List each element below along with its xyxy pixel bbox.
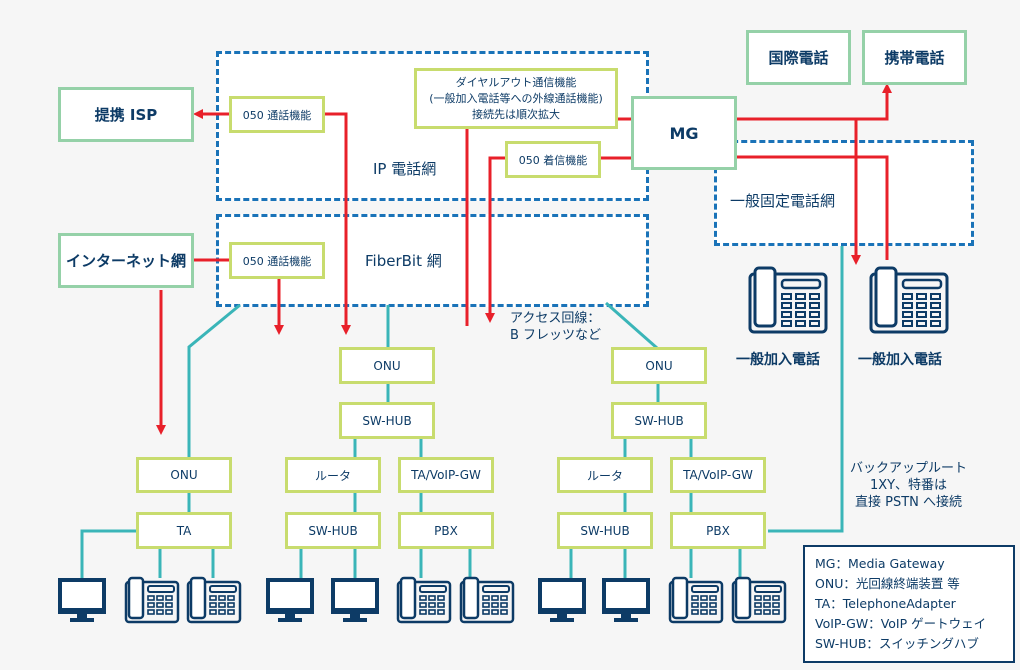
pc-monitor-icon xyxy=(331,578,379,628)
desk-phone-icon xyxy=(396,576,452,628)
desk-phone-icon xyxy=(186,576,242,628)
mid-voip-gw-box: TA/VoIP-GW xyxy=(398,457,494,493)
right-sw-hub-box: SW-HUB xyxy=(611,402,707,439)
legend-item: ONU：光回線終端装置 等 xyxy=(815,576,960,591)
pc-monitor-icon xyxy=(58,578,106,628)
mid-sw-hub-box: SW-HUB xyxy=(339,402,435,439)
desk-phone-icon xyxy=(459,576,515,628)
desk-phone-icon xyxy=(668,576,724,628)
right-sw-hub2-box: SW-HUB xyxy=(557,512,653,549)
legend-item: TA：TelephoneAdapter xyxy=(815,596,956,611)
link-lines xyxy=(80,246,844,578)
subscriber-phone-label: 一般加入電話 xyxy=(736,352,820,368)
fixed-network-label: 一般固定電話網 xyxy=(730,192,836,210)
subscriber-phone-icon xyxy=(748,266,828,334)
backup-route-note: バックアップルート 1XY、特番は 直接 PSTN へ接続 xyxy=(850,461,968,510)
call-050-ip-box: 050 通話機能 xyxy=(229,96,325,133)
dialout-function-box: ダイヤルアウト通信機能 (一般加入電話等への外線通話機能) 接続先は順次拡大 xyxy=(414,68,618,129)
international-call-box: 国際電話 xyxy=(746,30,851,85)
media-gateway-box: MG xyxy=(631,96,737,170)
subscriber-phone-icon xyxy=(869,266,949,334)
mobile-call-box: 携帯電話 xyxy=(862,30,967,85)
right-pbx-box: PBX xyxy=(670,512,766,549)
incoming-050-box: 050 着信機能 xyxy=(505,141,601,178)
mid-sw-hub2-box: SW-HUB xyxy=(285,512,381,549)
legend-item: SW-HUB：スイッチングハブ xyxy=(815,636,979,651)
mid-onu-box: ONU xyxy=(339,347,435,384)
pc-monitor-icon xyxy=(602,578,650,628)
legend-item: MG：Media Gateway xyxy=(815,556,945,571)
left-onu-box: ONU xyxy=(136,457,232,493)
desk-phone-icon xyxy=(124,576,180,628)
access-line-note: アクセス回線： B フレッツなど xyxy=(510,311,602,343)
right-router-box: ルータ xyxy=(557,457,653,493)
link-fiber-left xyxy=(187,303,241,458)
desk-phone-icon xyxy=(731,576,787,628)
legend-item: VoIP-GW：VoIP ゲートウェイ xyxy=(815,616,987,631)
pc-monitor-icon xyxy=(266,578,314,628)
internet-box: インターネット網 xyxy=(58,233,194,288)
right-onu-box: ONU xyxy=(611,347,707,384)
pc-monitor-icon xyxy=(538,578,586,628)
mid-router-box: ルータ xyxy=(285,457,381,493)
partner-isp-box: 提携 ISP xyxy=(58,87,194,142)
right-voip-gw-box: TA/VoIP-GW xyxy=(670,457,766,493)
ip-network-label: IP 電話網 xyxy=(373,160,437,178)
link-fiber-right xyxy=(605,301,658,350)
mid-pbx-box: PBX xyxy=(398,512,494,549)
left-ta-box: TA xyxy=(136,512,232,549)
legend: MG：Media Gateway ONU：光回線終端装置 等 TA：Teleph… xyxy=(803,545,1015,663)
call-050-fiber-box: 050 通話機能 xyxy=(229,242,325,279)
link-backup-route xyxy=(768,246,844,533)
subscriber-phone-label: 一般加入電話 xyxy=(858,352,942,368)
fiberbit-network-label: FiberBit 網 xyxy=(365,252,442,270)
